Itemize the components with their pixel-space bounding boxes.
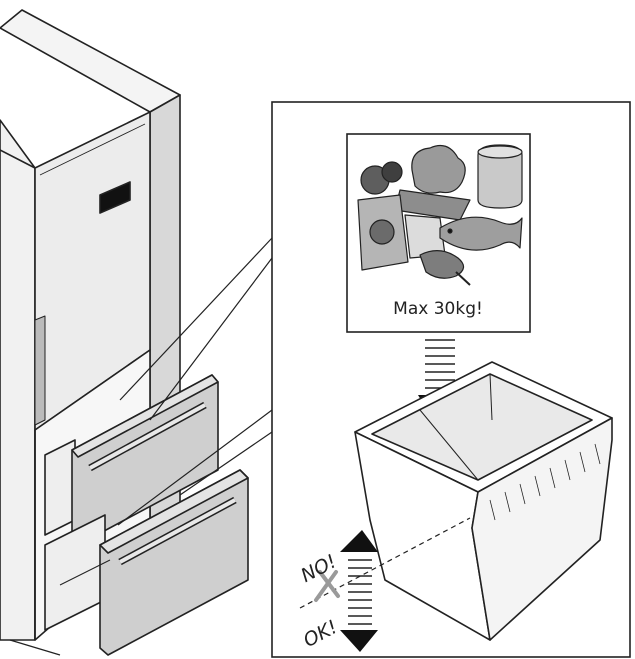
up-down-arrow-icon bbox=[340, 530, 378, 652]
food-items-icon bbox=[357, 144, 523, 286]
upper-drawer bbox=[44, 374, 219, 546]
lower-drawer bbox=[44, 469, 249, 656]
no-mark-icon bbox=[314, 570, 340, 602]
drawer-basket bbox=[354, 361, 613, 641]
fill-level-indicator: NO! OK! bbox=[297, 517, 471, 652]
weight-label: Max 30kg! bbox=[393, 299, 483, 319]
callout-lines bbox=[117, 237, 273, 526]
display-panel bbox=[99, 181, 131, 214]
food-card: Max 30kg! bbox=[346, 133, 531, 333]
